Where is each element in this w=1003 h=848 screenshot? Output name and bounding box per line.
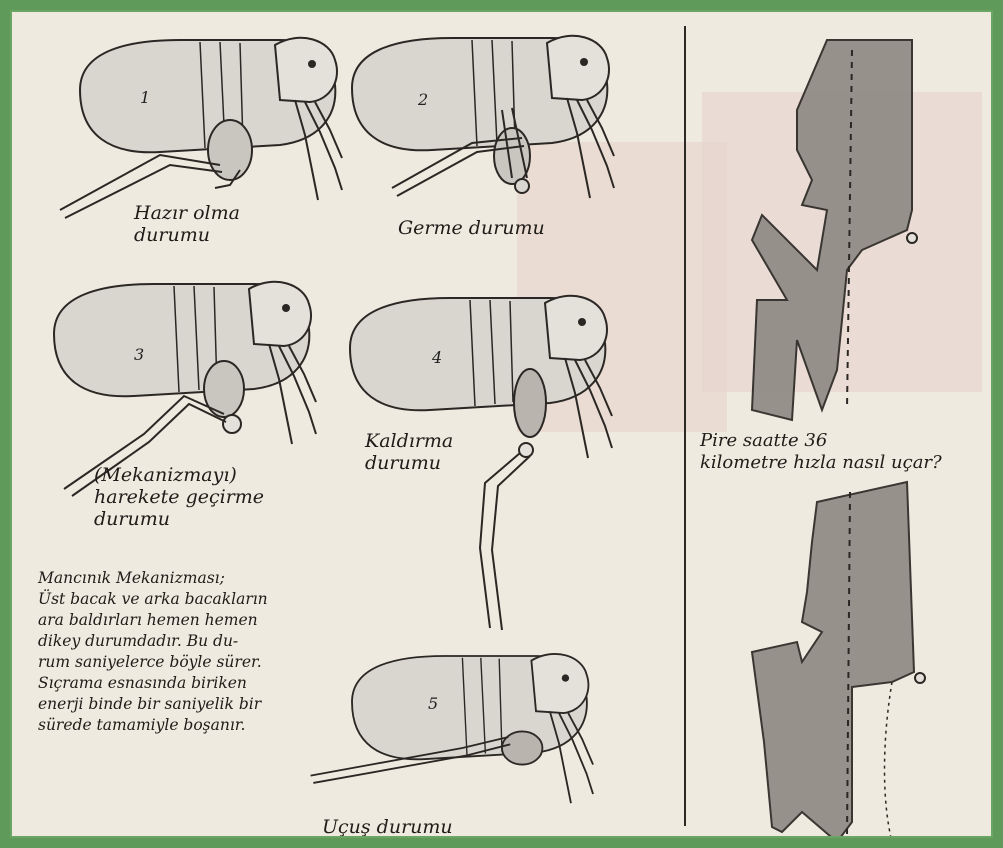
stage-number-2: 2	[418, 90, 428, 109]
caption-line: Mancınık Mekanizması;	[38, 568, 350, 589]
caption-line: enerji binde bir saniyelik bir	[38, 694, 350, 715]
side-caption-line-2: kilometre hızla nasıl uçar?	[700, 452, 942, 474]
side-caption-line-1: Pire saatte 36	[700, 430, 827, 452]
stage-label-tension: Germe durumu	[398, 217, 545, 239]
mechanism-caption: Mancınık Mekanizması; Üst bacak ve arka …	[38, 568, 350, 736]
jump-mechanism-top	[752, 40, 917, 420]
stage-number-1: 1	[140, 88, 150, 107]
flea-stage-2	[352, 36, 614, 198]
caption-line: Üst bacak ve arka bacakların	[38, 589, 350, 610]
caption-line: ara baldırları hemen hemen	[38, 610, 350, 631]
stage-number-5: 5	[428, 694, 438, 713]
stage-number-3: 3	[134, 345, 144, 364]
stage-label-ready: Hazır olma durumu	[134, 202, 240, 246]
caption-line: Sıçrama esnasında biriken	[38, 673, 350, 694]
stage-number-4: 4	[432, 348, 442, 367]
illustration-frame: 1 2 3 4 5 Hazır olma durumu Germe durumu…	[10, 10, 993, 838]
caption-line: dikey durumdadır. Bu du-	[38, 631, 350, 652]
stage-label-lift: Kaldırma durumu	[365, 430, 453, 474]
flea-stage-5	[311, 654, 593, 803]
caption-line: sürede tamamiyle boşanır.	[38, 715, 350, 736]
stage-label-trigger: (Mekanizmayı) harekete geçirme durumu	[94, 464, 264, 530]
stage-label-flight: Uçuş durumu	[322, 816, 453, 838]
jump-mechanism-bottom	[752, 482, 925, 838]
caption-line: rum saniyelerce böyle sürer.	[38, 652, 350, 673]
flea-stage-1	[60, 38, 342, 218]
panel-divider	[684, 26, 686, 826]
